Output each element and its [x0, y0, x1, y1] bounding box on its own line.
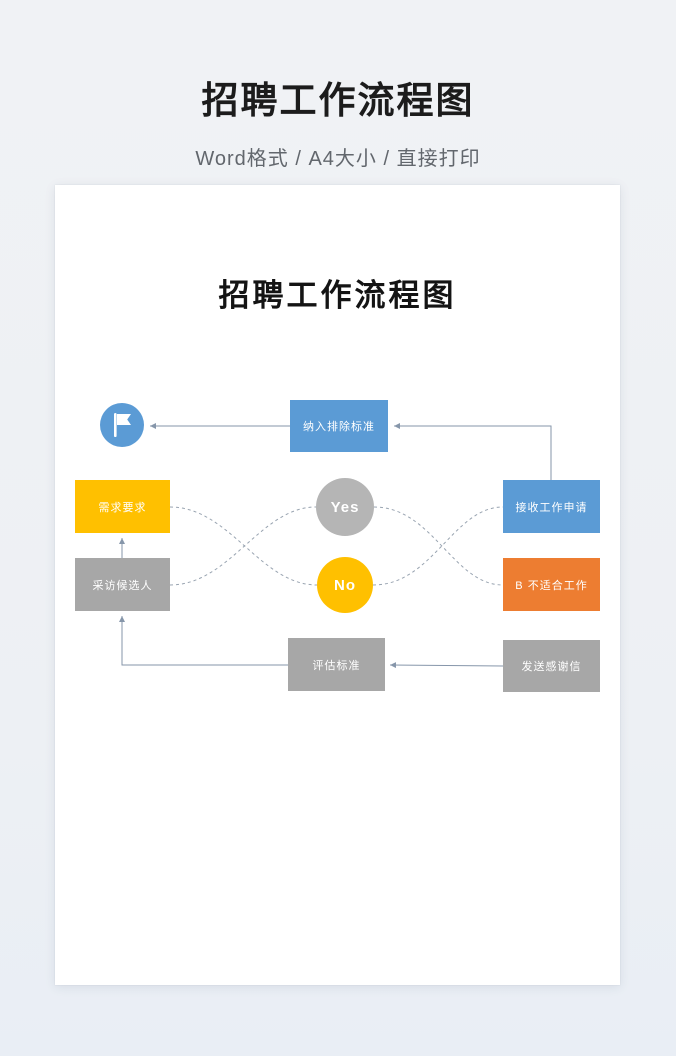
node-interview-candidate: 采访候选人 [75, 558, 170, 611]
node-thank-you-letter: 发送感谢信 [503, 640, 600, 692]
node-no: No [317, 557, 373, 613]
page-title: 招聘工作流程图 [218, 278, 457, 313]
node-exclusion-criteria: 纳入排除标准 [290, 400, 388, 452]
document-page: 招聘工作流程图 [55, 185, 620, 985]
flag-icon [114, 413, 131, 437]
node-requirements: 需求要求 [75, 480, 170, 533]
poster-title: 招聘工作流程图 [201, 80, 475, 121]
flowchart: 纳入排除标准 需求要求 Yes 接收工作申请 采访候选人 No B 不适合工作 … [55, 185, 620, 985]
node-receive-application: 接收工作申请 [503, 480, 600, 533]
poster-subtitle: Word格式 / A4大小 / 直接打印 [195, 148, 481, 170]
connector-lines [119, 423, 552, 669]
node-evaluation-criteria: 评估标准 [288, 638, 385, 691]
poster-header: 招聘工作流程图 Word格式 / A4大小 / 直接打印 [0, 0, 676, 171]
node-yes: Yes [316, 478, 374, 536]
node-not-fit: B 不适合工作 [503, 558, 600, 611]
start-flag-node [100, 403, 144, 447]
